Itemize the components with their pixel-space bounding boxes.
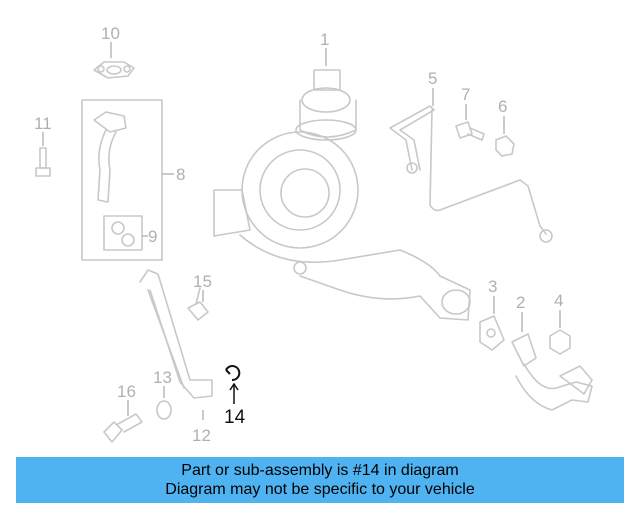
- part-1-turbocharger: [213, 69, 471, 321]
- callout-8: 8: [176, 165, 185, 184]
- callout-11: 11: [34, 114, 52, 133]
- part-3-gasket: [479, 315, 505, 351]
- part-7-bolt: [455, 121, 485, 141]
- info-banner: Part or sub-assembly is #14 in diagram D…: [16, 457, 624, 503]
- callout-10: 10: [101, 24, 120, 43]
- callout-7: 7: [461, 85, 470, 104]
- callout-14-highlighted: 14: [224, 407, 246, 428]
- part-15-bolt: [187, 287, 209, 321]
- callout-9: 9: [148, 227, 157, 246]
- part-8-oil-line-box: [81, 99, 163, 261]
- callout-12: 12: [192, 426, 211, 445]
- callout-2: 2: [516, 293, 525, 312]
- callout-4: 4: [554, 291, 563, 310]
- part-4-nut: [549, 329, 571, 355]
- part-5-sensor-line: [389, 105, 553, 243]
- part-10-gasket: [93, 61, 135, 79]
- banner-line-2: Diagram may not be specific to your vehi…: [165, 481, 475, 498]
- callout-5: 5: [428, 69, 437, 88]
- part-13-seal: [156, 400, 172, 420]
- part-12-oil-return-line: [139, 269, 213, 399]
- callout-13: 13: [153, 368, 172, 387]
- callout-3: 3: [488, 277, 497, 296]
- parts-diagram: 10 11 8 9 1 5: [34, 24, 593, 445]
- part-6-connector: [495, 135, 515, 157]
- callout-6: 6: [498, 97, 507, 116]
- callout-16: 16: [117, 382, 136, 401]
- callout-15: 15: [193, 272, 212, 291]
- banner-line-1: Part or sub-assembly is #14 in diagram: [181, 462, 459, 479]
- part-16-banjo-bolt: [103, 413, 143, 443]
- part-11-bolt: [35, 147, 51, 177]
- part-2-pipe: [511, 333, 593, 411]
- callout-1: 1: [320, 30, 329, 49]
- part-14-clip-highlighted[interactable]: [225, 365, 241, 404]
